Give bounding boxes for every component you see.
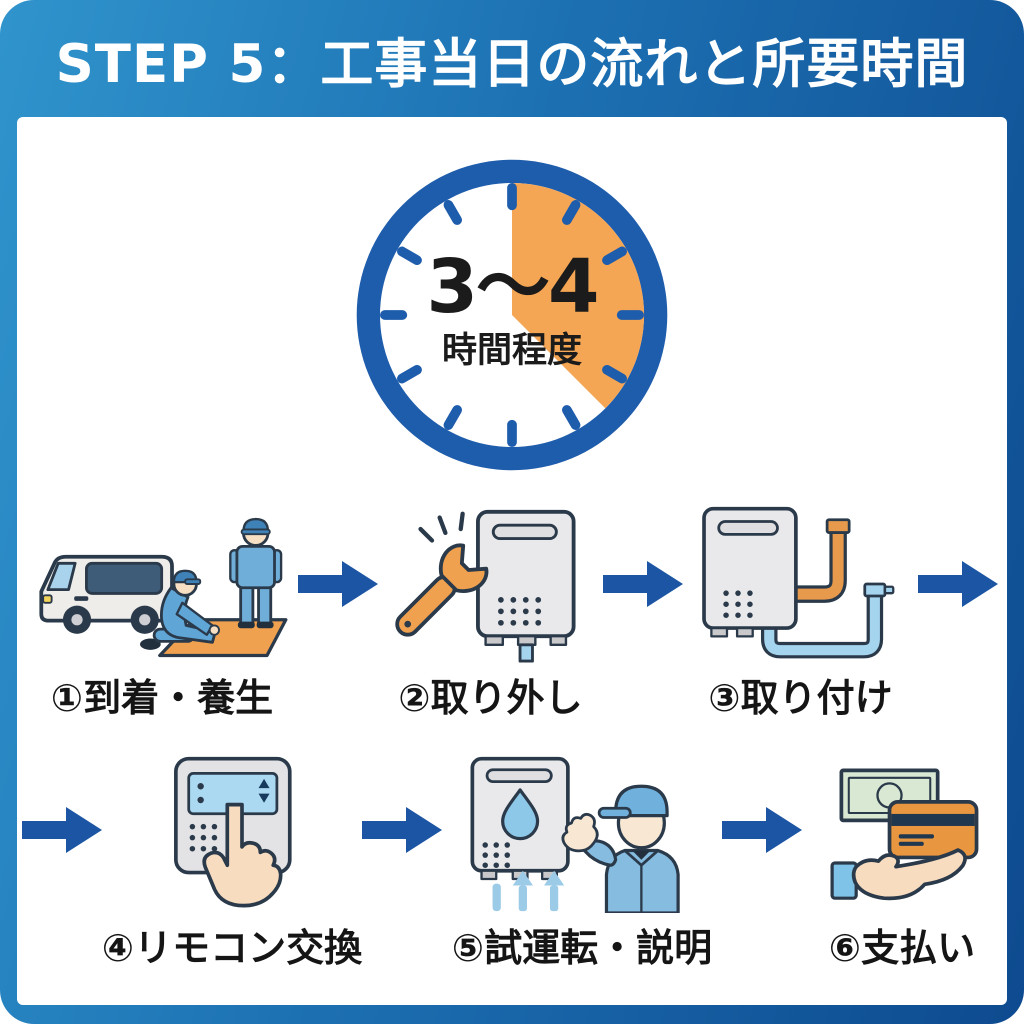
flow-arrow-icon xyxy=(362,807,442,853)
step-4: ④リモコン交換 xyxy=(102,755,362,971)
step-3: ③取り付け xyxy=(683,505,918,721)
steam-arrows xyxy=(492,870,565,912)
flow-arrow-icon xyxy=(22,807,102,853)
clock-icon xyxy=(356,159,668,471)
step-label: ①到着・養生 xyxy=(50,676,274,720)
step-label: ⑤試運転・説明 xyxy=(451,926,713,970)
water-heater-worker-explaining-icon xyxy=(470,756,680,913)
water-drop xyxy=(500,788,540,841)
step-1: ①到着・養生 xyxy=(26,505,298,721)
step-label: ⑥支払い xyxy=(828,926,976,970)
worker-explaining xyxy=(561,784,680,913)
flow-arrow-icon xyxy=(918,561,998,607)
duration-clock: 3〜4 時間程度 xyxy=(347,150,677,480)
standing-worker xyxy=(229,517,283,629)
content-card: 3〜4 時間程度 xyxy=(17,117,1007,1005)
open-hand xyxy=(851,848,967,901)
pressing-hand xyxy=(202,802,283,908)
remote-control-pressing-hand-icon xyxy=(174,756,292,908)
steps-row-2: ④リモコン交換 xyxy=(17,755,1007,971)
step-5: ⑤試運転・説明 xyxy=(442,755,722,971)
duration-unit: 時間程度 xyxy=(441,331,582,371)
flow-arrow-icon xyxy=(298,561,378,607)
step-2: ②取り外し xyxy=(378,505,603,721)
flow-arrow-icon xyxy=(722,807,802,853)
kneeling-worker xyxy=(140,569,221,650)
van-workers-floor-mat-icon xyxy=(39,517,288,658)
step-label: ②取り外し xyxy=(398,676,583,720)
steps-row-1: ①到着・養生 xyxy=(17,505,1007,721)
wrench-water-heater-icon xyxy=(394,509,576,663)
cash-card-open-hand-icon xyxy=(830,768,979,901)
step-label: ④リモコン交換 xyxy=(101,926,363,970)
sleeve-cuff xyxy=(830,861,858,900)
flow-arrow-icon xyxy=(603,561,683,607)
credit-card xyxy=(887,800,979,860)
page-title: STEP 5：工事当日の流れと所要時間 xyxy=(55,34,969,95)
clock-elapsed-sector xyxy=(512,182,645,409)
wrench xyxy=(394,543,488,637)
step-6: ⑥支払い xyxy=(802,755,1002,971)
duration-hours: 3〜4 xyxy=(426,244,600,330)
water-heater-pipes-icon xyxy=(701,506,894,659)
step-label: ③取り付け xyxy=(708,676,893,720)
